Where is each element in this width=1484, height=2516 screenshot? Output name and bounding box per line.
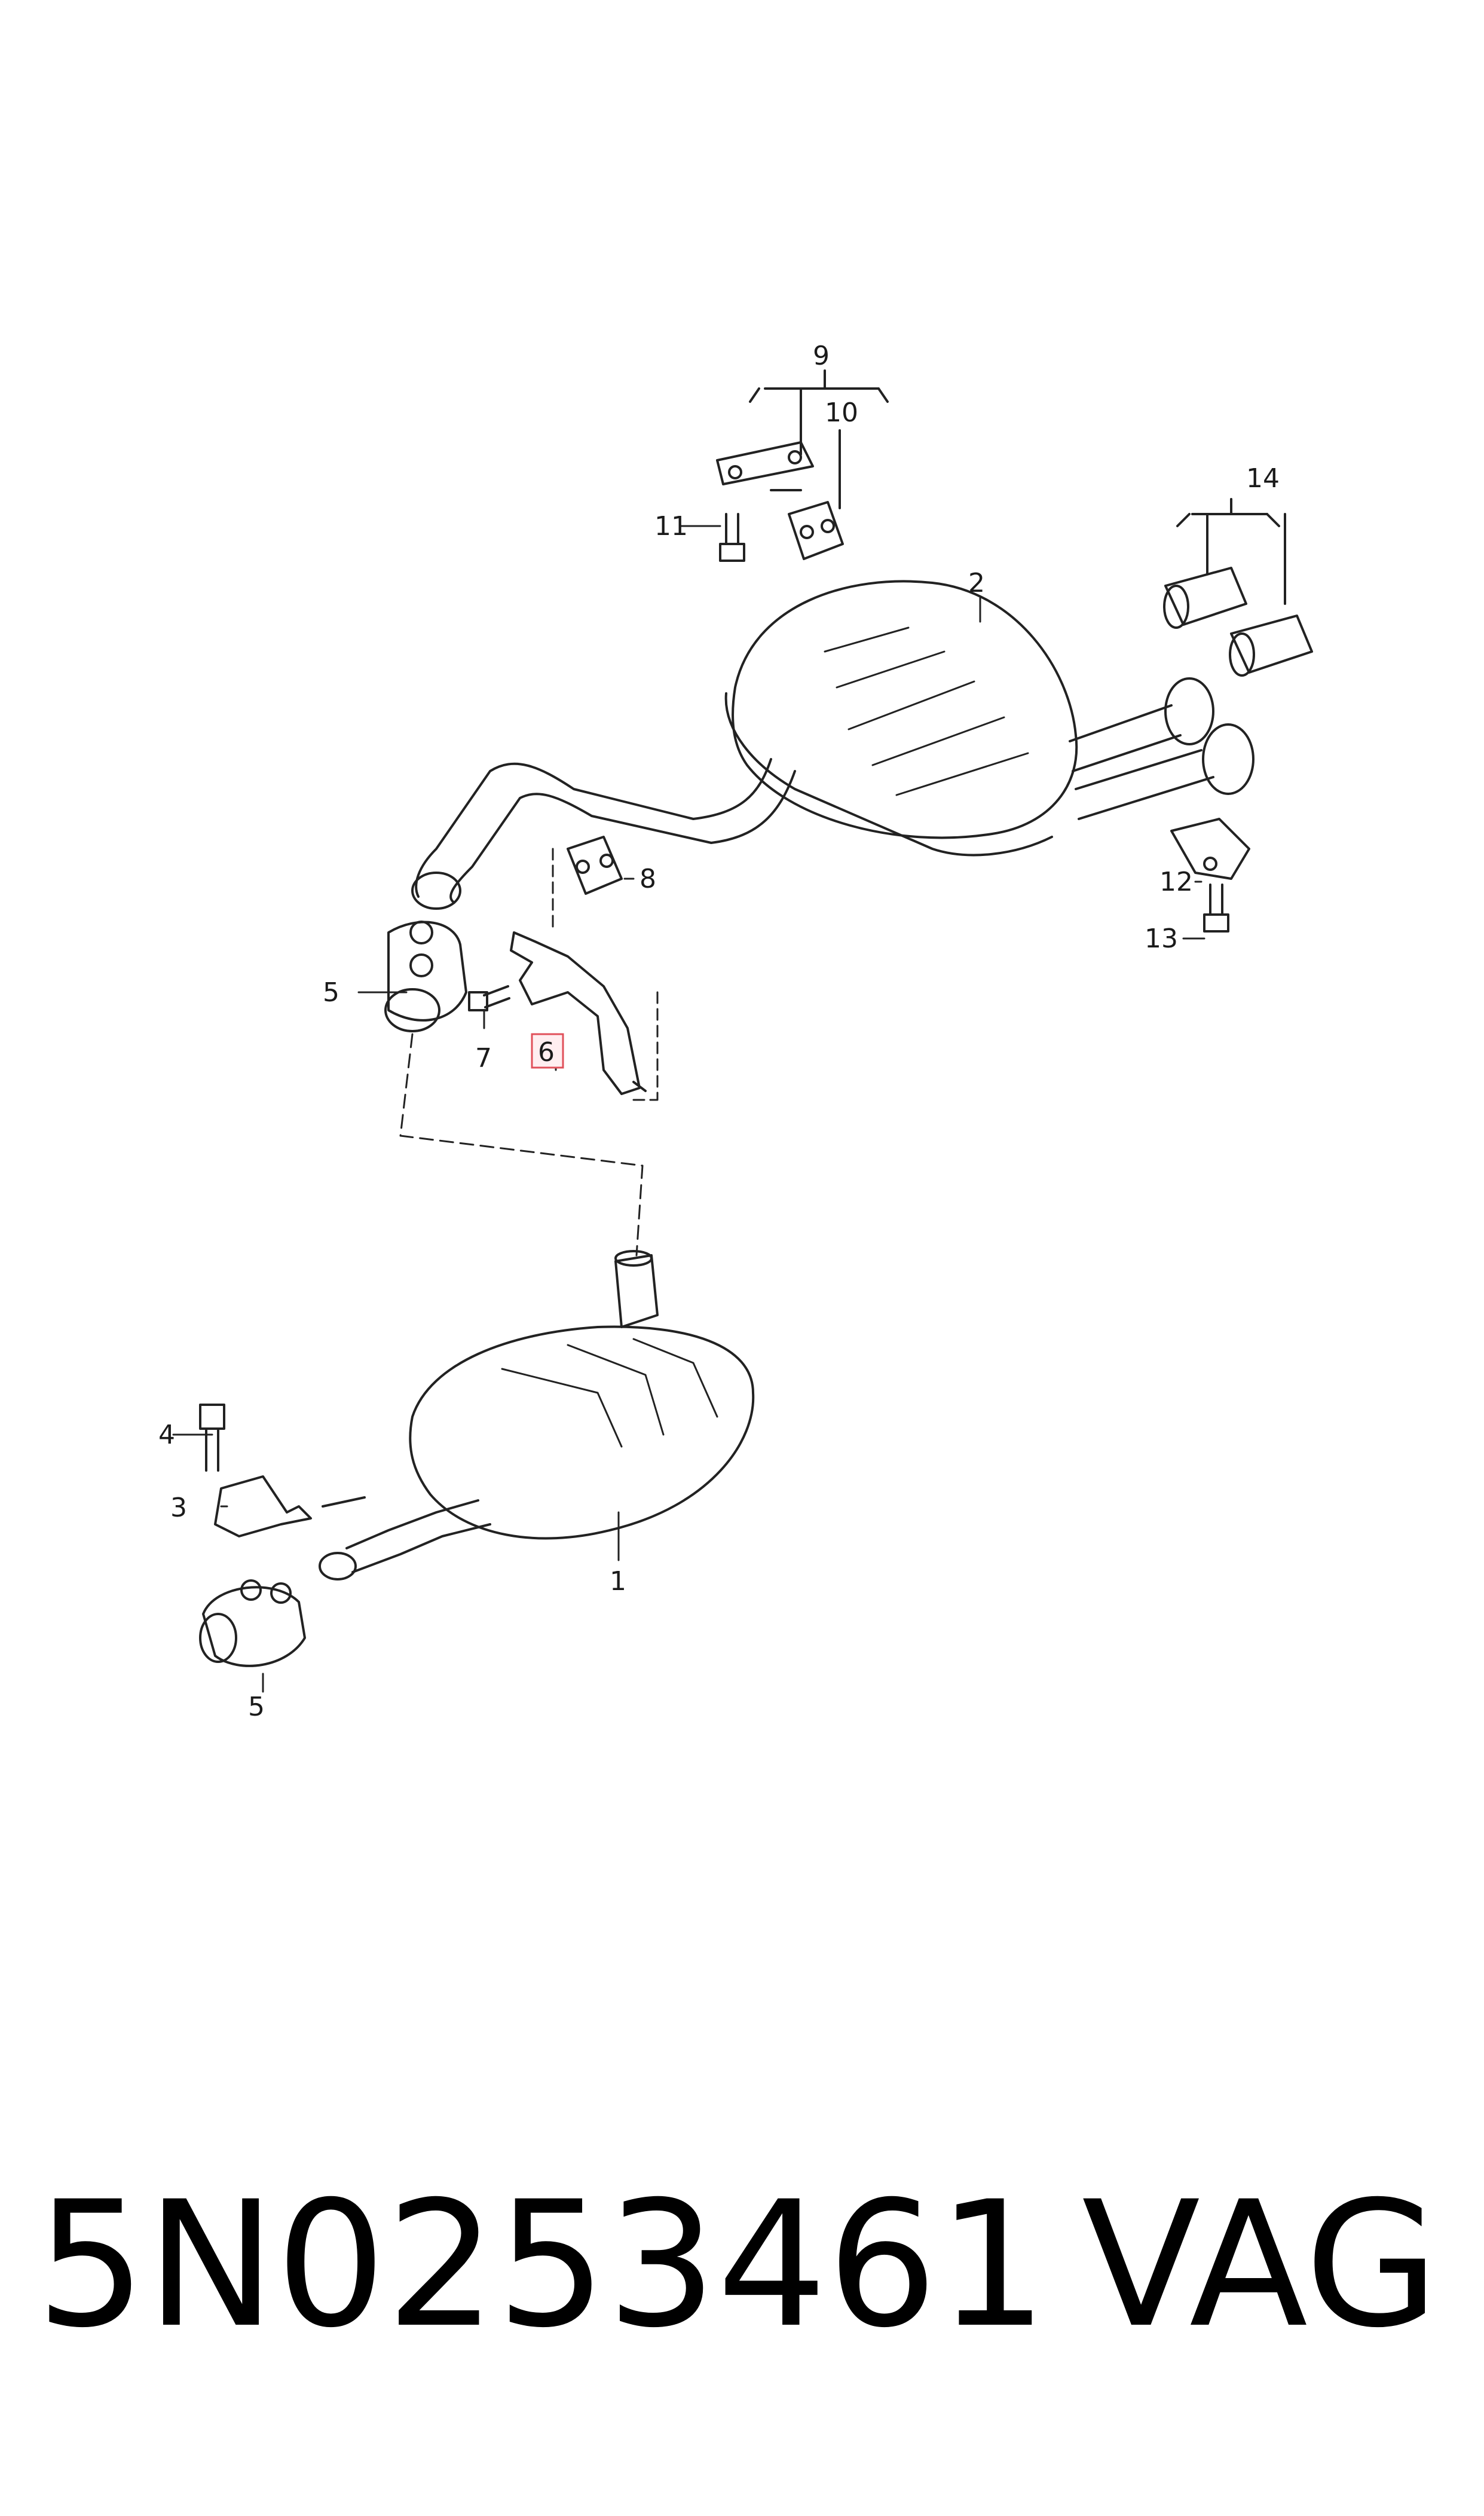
- callout-5-lower: 5: [248, 1692, 265, 1722]
- upper-bracket: [716, 369, 889, 509]
- callout-6: 6: [538, 1037, 555, 1068]
- tailpipe-trims: [1163, 498, 1313, 677]
- callout-13: 13: [1145, 924, 1178, 954]
- callout-5-upper: 5: [323, 977, 339, 1008]
- rear-silencer: [724, 580, 1078, 857]
- callout-9: 9: [813, 341, 830, 371]
- front-silencer: [409, 1250, 755, 1540]
- callout-10: 10: [825, 398, 858, 428]
- rear-bracket: [1170, 818, 1250, 933]
- leader-lines: [172, 525, 1205, 1693]
- upper-clamp: [384, 921, 467, 1032]
- inlet-pipe: [319, 1496, 491, 1580]
- rubber-hangers: [567, 501, 844, 895]
- bolt-7: [468, 985, 510, 1011]
- callout-2: 2: [968, 568, 985, 598]
- callout-3: 3: [170, 1493, 187, 1523]
- bolt-11: [719, 513, 745, 562]
- callout-14: 14: [1246, 463, 1280, 494]
- heat-shield: [510, 848, 659, 1101]
- callout-4: 4: [158, 1420, 175, 1450]
- tail-pipes: [1069, 677, 1254, 820]
- callout-labels: 1 2 3 4 5 5 6 7 8 9 10 11 12 13 14: [158, 341, 1280, 1722]
- callout-7: 7: [475, 1043, 492, 1074]
- callout-1: 1: [610, 1566, 626, 1597]
- brand-name: VAG: [1082, 2165, 1439, 2366]
- callout-11: 11: [654, 511, 688, 542]
- callout-12: 12: [1159, 867, 1193, 897]
- connecting-pipe: [411, 758, 796, 910]
- part-number: 5N0253461: [36, 2165, 1048, 2366]
- callout-8: 8: [640, 864, 656, 894]
- callout-6-highlight: [531, 1033, 564, 1069]
- connection-dashed-line: [399, 1033, 644, 1257]
- lower-clamp: [199, 1579, 306, 1667]
- front-bracket: [199, 1404, 312, 1537]
